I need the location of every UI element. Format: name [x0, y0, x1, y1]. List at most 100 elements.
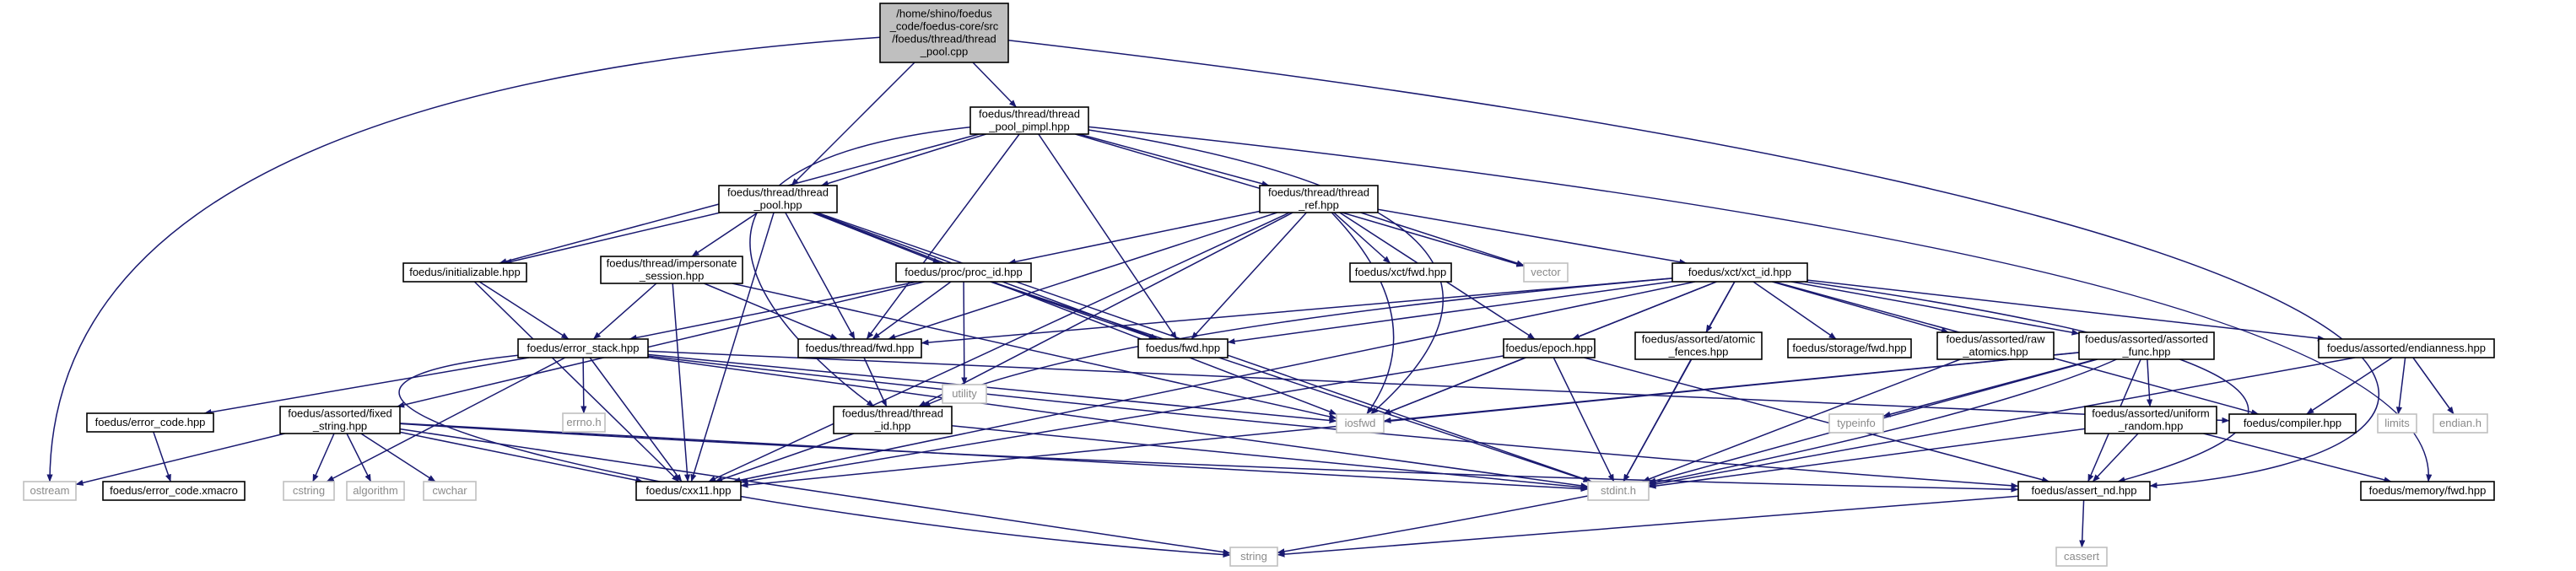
- edges-layer: [46, 36, 2454, 558]
- node-box: [635, 481, 742, 501]
- node-box: [562, 412, 606, 433]
- node-ostream[interactable]: ostream: [23, 481, 77, 501]
- edge-thread_fwd-to-thread_id: [863, 357, 888, 407]
- edge-pool_pimpl-to-memory_fwd: [1088, 126, 2433, 482]
- edge-thread_id-to-stdint: [951, 425, 1589, 491]
- node-initializable[interactable]: foedus/initializable.hpp: [402, 262, 527, 283]
- node-label-line: foedus/proc/proc_id.hpp: [905, 266, 1022, 278]
- node-error-code[interactable]: foedus/error_code.hpp: [86, 412, 214, 433]
- edge-endianness-to-stdint: [1648, 357, 2356, 488]
- edge-pool_pimpl-to-thread_id: [749, 126, 971, 407]
- node-ref-hpp[interactable]: foedus/thread/thread_ref.hpp: [1259, 185, 1379, 213]
- node-endian-h[interactable]: endian.h: [2433, 413, 2488, 434]
- node-label-line: vector: [1531, 266, 1561, 278]
- node-limits[interactable]: limits: [2377, 413, 2417, 434]
- node-error-stack[interactable]: foedus/error_stack.hpp: [517, 338, 649, 358]
- edge-fixed_string-to-algorithm: [346, 433, 372, 482]
- edge-proc_id-to-fixed_string: [397, 281, 925, 408]
- node-atomic-fences[interactable]: foedus/assorted/atomic_fences.hpp: [1634, 331, 1763, 360]
- node-assert-nd[interactable]: foedus/assert_nd.hpp: [2017, 481, 2151, 501]
- node-box: [1936, 331, 2055, 360]
- edge-epoch-to-stdint: [1553, 357, 1615, 482]
- edge-error_code-to-error_code_xmacro: [153, 431, 171, 482]
- node-algorithm[interactable]: algorithm: [346, 481, 405, 501]
- edge-ref_hpp-to-thread_id: [918, 212, 1293, 407]
- edge-ref_hpp-to-xct_fwd: [1333, 212, 1391, 264]
- node-cassert[interactable]: cassert: [2055, 547, 2108, 567]
- node-stdint[interactable]: stdint.h: [1587, 481, 1650, 501]
- node-iosfwd[interactable]: iosfwd: [1336, 413, 1385, 434]
- node-box: [895, 262, 1032, 283]
- node-compiler[interactable]: foedus/compiler.hpp: [2228, 413, 2357, 434]
- edge-ref_hpp-to-iosfwd: [1331, 212, 1395, 415]
- node-xct-fwd[interactable]: foedus/xct/fwd.hpp: [1349, 262, 1452, 283]
- node-assorted-func[interactable]: foedus/assorted/assorted_func.hpp: [2078, 331, 2215, 360]
- edge-atomic_fences-to-stdint: [1623, 358, 1692, 482]
- edge-root-to-ostream: [46, 36, 881, 482]
- node-label-line: algorithm: [353, 484, 397, 497]
- node-cxx11[interactable]: foedus/cxx11.hpp: [635, 481, 742, 501]
- edge-pool_hpp-to-impersonate: [691, 212, 759, 257]
- node-box: [1336, 413, 1385, 434]
- node-label-line: _pool_pimpl.hpp: [988, 121, 1069, 133]
- node-label-line: /home/shino/foedus: [896, 8, 992, 20]
- node-endianness[interactable]: foedus/assorted/endianness.hpp: [2318, 338, 2495, 358]
- node-memory-fwd[interactable]: foedus/memory/fwd.hpp: [2360, 481, 2495, 501]
- node-label-line: cstring: [293, 484, 325, 497]
- edge-ref_hpp-to-cxx11: [708, 212, 1290, 482]
- node-label-line: foedus/assert_nd.hpp: [2031, 484, 2136, 497]
- edge-epoch-to-iosfwd: [1383, 357, 1526, 415]
- node-box: [833, 406, 953, 434]
- node-fwd-hpp[interactable]: foedus/fwd.hpp: [1137, 338, 1229, 358]
- node-pool-hpp[interactable]: foedus/thread/thread_pool.hpp: [718, 185, 838, 213]
- edge-proc_id-to-thread_fwd: [872, 281, 952, 340]
- node-thread-fwd[interactable]: foedus/thread/fwd.hpp: [797, 338, 922, 358]
- node-string[interactable]: string: [1229, 547, 1278, 567]
- node-box: [942, 384, 987, 404]
- node-epoch[interactable]: foedus/epoch.hpp: [1503, 338, 1596, 358]
- edge-xct_id-to-thread_fwd: [921, 277, 1673, 346]
- node-error-code-xmacro[interactable]: foedus/error_code.xmacro: [102, 481, 246, 501]
- node-uniform-random[interactable]: foedus/assorted/uniform_random.hpp: [2084, 406, 2217, 434]
- node-proc-id[interactable]: foedus/proc/proc_id.hpp: [895, 262, 1032, 283]
- node-label-line: foedus/initializable.hpp: [409, 266, 521, 278]
- node-vector[interactable]: vector: [1523, 262, 1569, 283]
- node-pool-pimpl[interactable]: foedus/thread/thread_pool_pimpl.hpp: [969, 106, 1089, 135]
- edge-assert_nd-to-cassert: [2079, 499, 2086, 548]
- edge-pool_hpp-to-cxx11: [690, 212, 775, 482]
- node-box: [423, 481, 477, 501]
- edge-root-to-assert_nd: [1007, 40, 2379, 489]
- node-box: [2084, 406, 2217, 434]
- edge-xct_id-to-raw_atomics: [1772, 281, 1949, 334]
- edge-raw_atomics-to-stdint: [1642, 358, 1961, 482]
- node-box: [102, 481, 246, 501]
- node-storage-fwd[interactable]: foedus/storage/fwd.hpp: [1787, 338, 1912, 358]
- node-impersonate[interactable]: foedus/thread/impersonate_session.hpp: [600, 256, 743, 284]
- node-typeinfo[interactable]: typeinfo: [1828, 413, 1884, 434]
- node-label-line: foedus/thread/thread: [1268, 186, 1369, 199]
- node-errno[interactable]: errno.h: [562, 412, 606, 433]
- node-label-line: foedus/xct/fwd.hpp: [1355, 266, 1446, 278]
- edge-impersonate-to-iosfwd: [732, 283, 1337, 420]
- node-cstring[interactable]: cstring: [283, 481, 335, 501]
- node-thread-id[interactable]: foedus/thread/thread_id.hpp: [833, 406, 953, 434]
- node-xct-id[interactable]: foedus/xct/xct_id.hpp: [1671, 262, 1808, 283]
- node-root[interactable]: /home/shino/foedus_code/foedus-core/src/…: [879, 3, 1009, 63]
- node-label-line: errno.h: [566, 416, 601, 428]
- node-cwchar[interactable]: cwchar: [423, 481, 477, 501]
- node-raw-atomics[interactable]: foedus/assorted/raw_atomics.hpp: [1936, 331, 2055, 360]
- edge-pool_pimpl-to-thread_fwd: [866, 133, 1020, 340]
- node-label-line: limits: [2384, 417, 2410, 429]
- edge-fixed_string-to-assert_nd: [399, 423, 2019, 493]
- node-label-line: _id.hpp: [874, 420, 911, 433]
- node-label-line: foedus/assorted/uniform: [2092, 407, 2209, 420]
- node-label-line: endian.h: [2439, 417, 2481, 429]
- node-fixed-string[interactable]: foedus/assorted/fixed_string.hpp: [279, 406, 401, 434]
- node-label-line: foedus/memory/fwd.hpp: [2369, 484, 2487, 497]
- node-utility[interactable]: utility: [942, 384, 987, 404]
- edge-epoch-to-cxx11: [740, 355, 1504, 484]
- edge-impersonate-to-error_stack: [592, 283, 657, 340]
- node-box: [2360, 481, 2495, 501]
- edge-pool_pimpl-to-fwd_hpp: [1038, 133, 1178, 340]
